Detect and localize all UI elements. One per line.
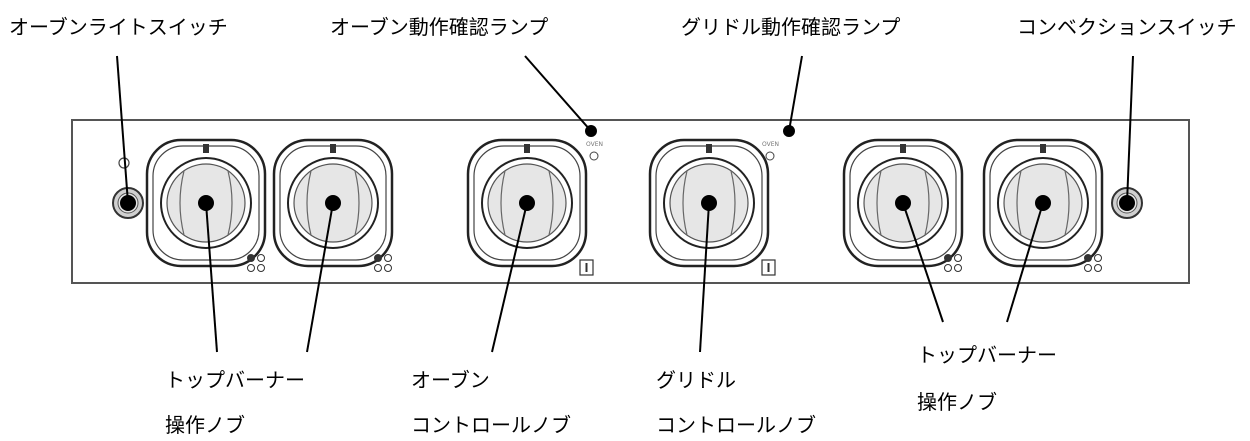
burner-position-icon xyxy=(1084,254,1092,262)
knob-ridge xyxy=(500,170,506,236)
knob-ridge xyxy=(876,170,882,236)
oven-lamp-text: OVEN xyxy=(586,141,603,148)
burner-position-icon xyxy=(257,254,265,262)
burner-position-icon xyxy=(944,264,952,272)
knob-ridge xyxy=(227,170,233,236)
burner-position-icon xyxy=(374,254,382,262)
burner-position-icon xyxy=(247,254,255,262)
label-oven-light-switch: オーブンライトスイッチ xyxy=(9,15,228,39)
burner-position-icon xyxy=(954,264,962,272)
burner-position-icon xyxy=(384,254,392,262)
knob-group xyxy=(145,138,1104,276)
burner-position-icon xyxy=(1084,264,1092,272)
knob-ridge xyxy=(1016,170,1022,236)
knob-marker xyxy=(330,144,336,153)
knob-marker xyxy=(203,144,209,153)
knob-marker xyxy=(524,144,530,153)
leader-lines xyxy=(116,55,1134,353)
knob-ridge xyxy=(354,170,360,236)
leader-top-burner-left-1 xyxy=(205,202,218,353)
knob-ridge xyxy=(179,170,185,236)
griddle-control-knob xyxy=(648,138,776,276)
leader-griddle-control xyxy=(699,202,710,353)
burner-position-icon xyxy=(1094,264,1102,272)
label-top-burner-right-2: 操作ノブ xyxy=(917,390,997,414)
knob-ridge xyxy=(924,170,930,236)
knob-marker xyxy=(1040,144,1046,153)
burner-position-icon xyxy=(384,264,392,272)
leader-top-burner-right-2 xyxy=(1006,202,1044,323)
knob-ridge xyxy=(682,170,688,236)
leader-convection-switch xyxy=(1126,55,1134,204)
label-top-burner-right-1: トップバーナー xyxy=(917,343,1057,367)
label-top-burner-left-1: トップバーナー xyxy=(165,368,305,392)
burner-position-icon xyxy=(257,264,265,272)
oven-control-knob xyxy=(466,138,594,276)
top-burner-knob-4 xyxy=(982,138,1104,272)
knob-ridge xyxy=(1064,170,1070,236)
burner-position-icon xyxy=(944,254,952,262)
leader-top-burner-right-1 xyxy=(902,202,944,323)
knob-marker xyxy=(900,144,906,153)
knob-marker xyxy=(706,144,712,153)
knob-ridge xyxy=(548,170,554,236)
burner-position-icon xyxy=(374,264,382,272)
burner-position-icon xyxy=(1094,254,1102,262)
griddle-lamp-text: OVEN xyxy=(762,141,779,148)
burner-position-icon xyxy=(247,264,255,272)
label-griddle-control-1: グリドル xyxy=(656,368,736,392)
leader-oven-control xyxy=(491,202,528,353)
knob-ridge xyxy=(306,170,312,236)
leader-top-burner-left-2 xyxy=(306,202,334,353)
label-top-burner-left-2: 操作ノブ xyxy=(165,413,245,437)
leader-griddle-lamp xyxy=(788,55,803,132)
leader-oven-light-switch xyxy=(116,55,129,204)
label-oven-lamp: オーブン動作確認ランプ xyxy=(330,15,549,39)
burner-position-icon xyxy=(954,254,962,262)
label-oven-control-1: オーブン xyxy=(411,368,490,392)
label-convection-switch: コンベクションスイッチ xyxy=(1017,15,1237,39)
leader-oven-lamp xyxy=(524,55,592,132)
knob-ridge xyxy=(730,170,736,236)
label-griddle-lamp: グリドル動作確認ランプ xyxy=(681,15,901,39)
label-griddle-control-2: コントロールノブ xyxy=(656,413,816,437)
label-oven-control-2: コントロールノブ xyxy=(411,413,571,437)
